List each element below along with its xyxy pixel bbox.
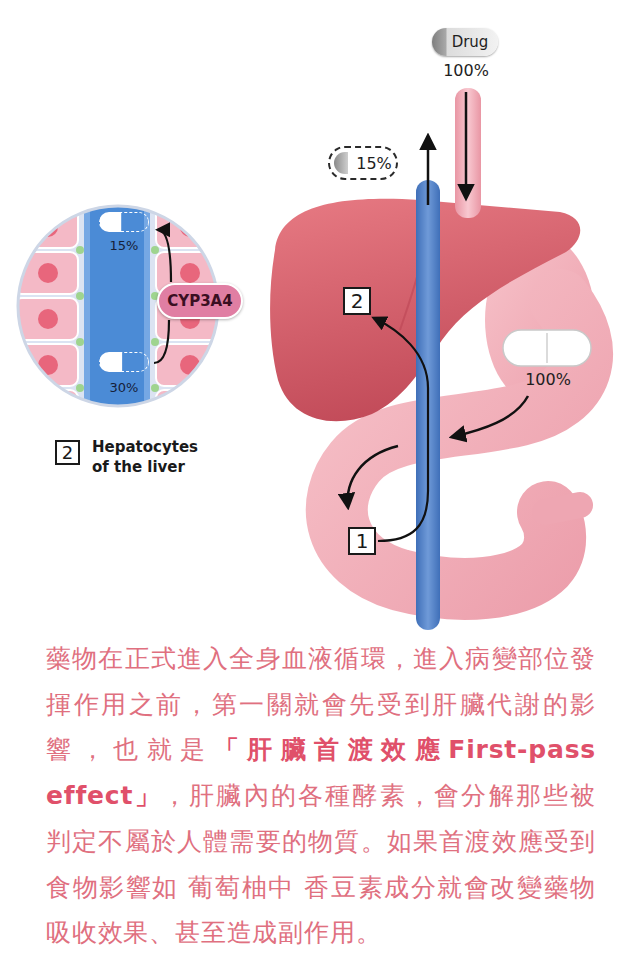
dose-percent: 100% xyxy=(436,61,496,80)
absorbed-capsule: 15% xyxy=(328,146,398,180)
node-text: 2 xyxy=(62,442,73,463)
description-paragraph: 藥物在正式進入全身血液循環，進入病變部位發揮作用之前，第一關就會先受到肝臟代謝的… xyxy=(46,636,596,956)
node-text: 30% xyxy=(110,380,139,395)
flow-connector xyxy=(158,230,171,282)
pill-shape xyxy=(99,352,149,372)
pill xyxy=(503,330,591,366)
callout-number: 2 xyxy=(55,440,80,465)
intestine-end xyxy=(545,505,580,512)
inset-pill: 30% xyxy=(92,350,156,396)
node-text: 2 xyxy=(351,289,364,313)
inset-pill: 15% xyxy=(92,210,156,254)
node-text: 15% xyxy=(110,238,139,253)
flow-arrow xyxy=(452,396,528,437)
drug-capsule: Drug xyxy=(432,28,498,56)
dose-percent: 100% xyxy=(513,370,583,389)
flow-connector xyxy=(374,318,428,541)
inset-caption: Hepatocytes of the liver xyxy=(92,437,214,477)
flow-arrow xyxy=(427,136,430,205)
node-text: 1 xyxy=(356,529,369,553)
flow-arrow xyxy=(465,92,468,198)
callout-number: 2 xyxy=(343,287,371,315)
callout-number: 1 xyxy=(348,527,376,555)
drug-vessel xyxy=(455,88,481,218)
flow-connector xyxy=(154,320,169,363)
enzyme-oval: CYP3A4 xyxy=(157,283,243,319)
node-text: 15% xyxy=(356,154,392,173)
node-text: CYP3A4 xyxy=(167,292,232,310)
pill-shape xyxy=(334,152,348,174)
node-text: Drug xyxy=(452,33,489,51)
pill-shape xyxy=(99,212,149,232)
flow-arrow xyxy=(348,446,398,507)
